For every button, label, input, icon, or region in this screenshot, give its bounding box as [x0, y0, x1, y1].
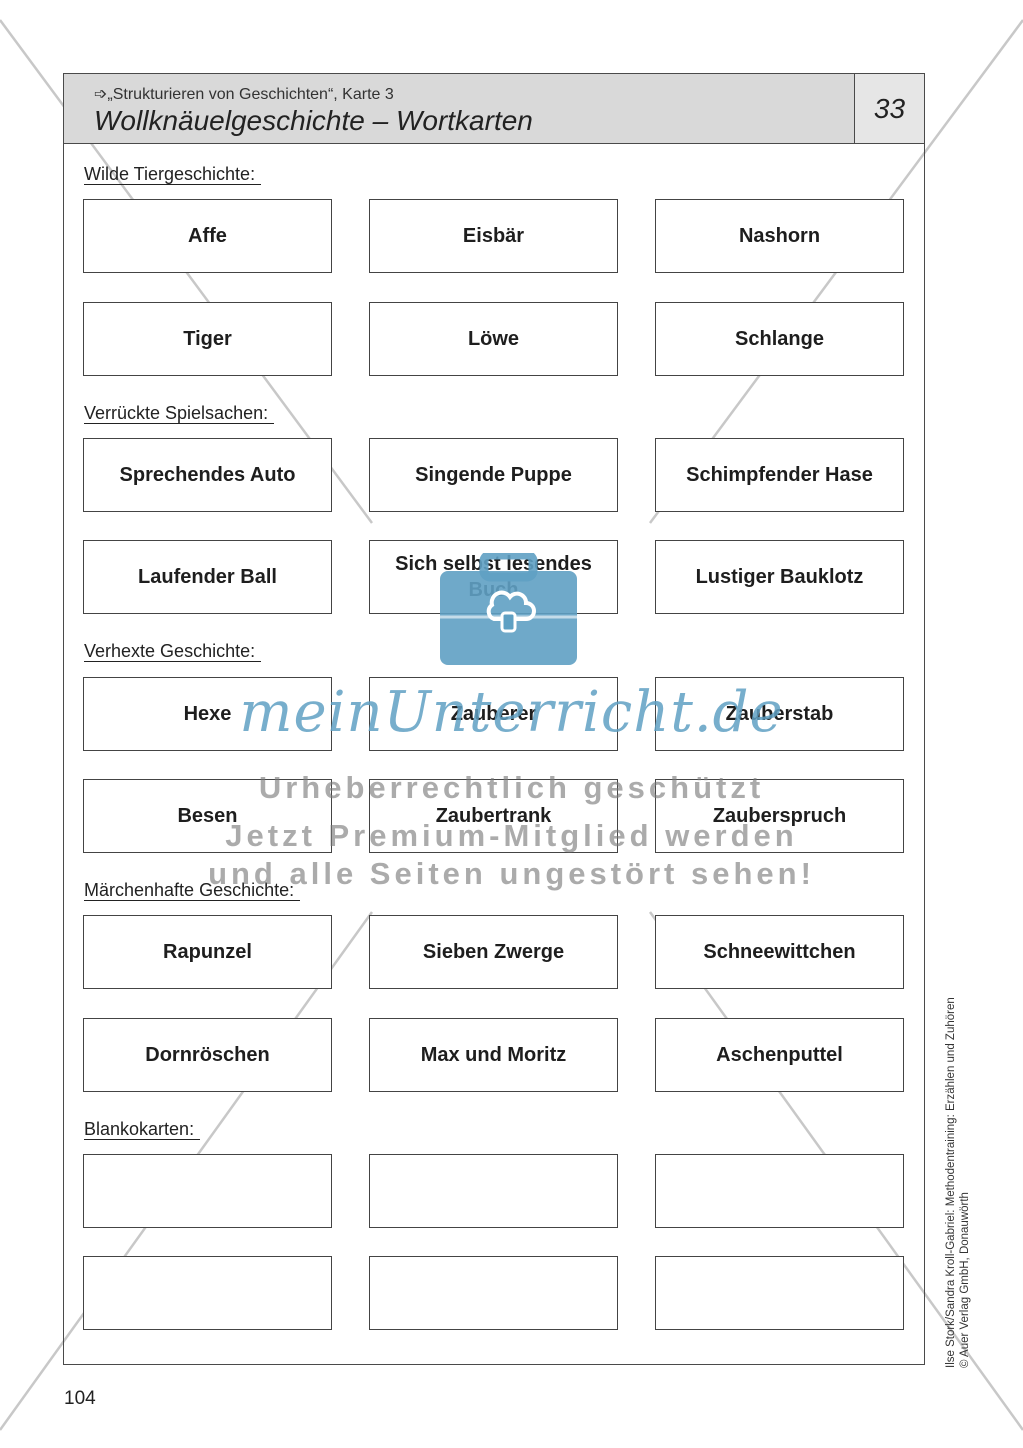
word-card: Tiger: [83, 302, 332, 376]
word-card: Hexe: [83, 677, 332, 751]
word-card: Schlange: [655, 302, 904, 376]
word-card: Schneewittchen: [655, 915, 904, 989]
section-label-blankokarten: Blankokarten:: [84, 1119, 201, 1140]
word-card: Sieben Zwerge: [369, 915, 618, 989]
briefcase-cloud-icon: [440, 553, 577, 665]
word-card: Zaubertrank: [369, 779, 618, 853]
word-card: Aschenputtel: [655, 1018, 904, 1092]
word-card: Besen: [83, 779, 332, 853]
card-number: 33: [854, 74, 924, 143]
page-title: Wollknäuelgeschichte – Wortkarten: [94, 105, 533, 136]
section-label-wilde-tiergeschichte: Wilde Tiergeschichte:: [84, 164, 262, 185]
word-card: Sprechendes Auto: [83, 438, 332, 512]
word-card: Nashorn: [655, 199, 904, 273]
word-card: Rapunzel: [83, 915, 332, 989]
blank-card: [369, 1154, 618, 1228]
word-card: Dornröschen: [83, 1018, 332, 1092]
word-card: Affe: [83, 199, 332, 273]
word-card: Zauberer: [369, 677, 618, 751]
blank-card: [655, 1256, 904, 1330]
word-card: Zauberstab: [655, 677, 904, 751]
copyright-credit: Ilse Stork/Sandra Kroll-Gabriel: Methode…: [944, 948, 972, 1368]
section-label-verhexte-geschichte: Verhexte Geschichte:: [84, 641, 262, 662]
word-card: Laufender Ball: [83, 540, 332, 614]
word-card: Max und Moritz: [369, 1018, 618, 1092]
word-card: Zauberspruch: [655, 779, 904, 853]
word-card: Eisbär: [369, 199, 618, 273]
blank-card: [83, 1256, 332, 1330]
blank-card: [83, 1154, 332, 1228]
word-card: Singende Puppe: [369, 438, 618, 512]
credit-line-publisher: © Auer Verlag GmbH, Donauwörth: [959, 1192, 971, 1368]
page-number: 104: [64, 1388, 96, 1409]
worksheet-frame: ➩„Strukturieren von Geschichten“, Karte …: [63, 73, 925, 1365]
worksheet-header: ➩„Strukturieren von Geschichten“, Karte …: [64, 74, 924, 144]
word-card: Schimpfender Hase: [655, 438, 904, 512]
section-label-maerchenhafte-geschichte: Märchenhafte Geschichte:: [84, 880, 301, 901]
blank-card: [655, 1154, 904, 1228]
credit-line-authors: Ilse Stork/Sandra Kroll-Gabriel: Methode…: [945, 997, 957, 1368]
word-card: Lustiger Bauklotz: [655, 540, 904, 614]
blank-card: [369, 1256, 618, 1330]
header-subtitle: ➩„Strukturieren von Geschichten“, Karte …: [94, 86, 394, 103]
word-card: Löwe: [369, 302, 618, 376]
section-label-verrueckte-spielsachen: Verrückte Spielsachen:: [84, 403, 275, 424]
